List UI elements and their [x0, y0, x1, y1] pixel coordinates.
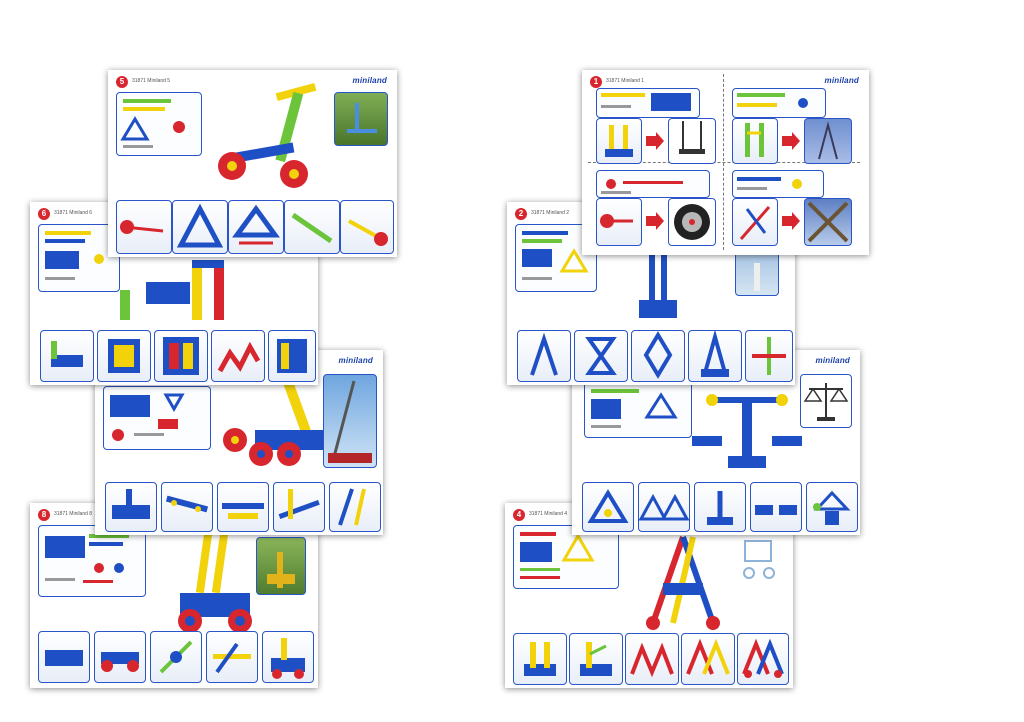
balance-scale-model — [692, 380, 802, 480]
card-code: 31871 Miniland 5 — [132, 78, 171, 84]
step-4 — [750, 482, 802, 532]
crane-photo — [256, 537, 306, 595]
card-code: 31871 Miniland 4 — [529, 511, 568, 517]
step-5 — [329, 482, 381, 532]
parts-panel-c — [596, 170, 710, 198]
pylon-photo — [804, 118, 852, 164]
instruction-card-1: 1 31871 Miniland 1 miniland — [582, 70, 869, 255]
card-number-badge: 8 — [38, 509, 50, 521]
parts-panel — [103, 386, 211, 450]
instruction-card-7: miniland — [95, 350, 383, 535]
step-2 — [638, 482, 690, 532]
step-4 — [681, 633, 735, 685]
dashed-divider-horizontal — [588, 162, 860, 163]
parts-panel — [513, 525, 619, 589]
parts-panel-b — [732, 88, 826, 118]
windmill-blades-photo — [804, 198, 852, 246]
step-1 — [513, 633, 567, 685]
kick-scooter-photo — [334, 92, 388, 146]
step-5 — [806, 482, 858, 532]
step-3 — [150, 631, 202, 683]
swing-photo — [668, 118, 716, 164]
step-d1 — [732, 198, 778, 246]
parts-panel-d — [732, 170, 824, 198]
step-3 — [217, 482, 269, 532]
instruction-card-5: 5 31871 Miniland 5 miniland — [108, 70, 397, 257]
step-b1 — [732, 118, 778, 164]
parts-panel — [116, 92, 202, 156]
balance-scale-icon — [800, 374, 852, 428]
step-1 — [38, 631, 90, 683]
brand-logo: miniland — [815, 356, 850, 365]
arrow-icon — [780, 210, 802, 232]
card-number-badge: 4 — [513, 509, 525, 521]
arrow-icon — [780, 130, 802, 152]
step-3 — [631, 330, 685, 382]
step-5 — [268, 330, 316, 382]
tower-model — [633, 252, 683, 322]
step-4 — [273, 482, 325, 532]
step-2 — [569, 633, 623, 685]
step-1 — [582, 482, 634, 532]
step-1 — [517, 330, 571, 382]
card-number-badge: 5 — [116, 76, 128, 88]
step-5 — [745, 330, 793, 382]
swing-model — [633, 533, 743, 633]
step-4 — [211, 330, 265, 382]
step-2 — [161, 482, 213, 532]
card-code: 31871 Miniland 1 — [606, 78, 645, 84]
arrow-icon — [644, 210, 666, 232]
scooter-model — [216, 78, 326, 198]
card-number-badge: 2 — [515, 208, 527, 220]
step-2 — [97, 330, 151, 382]
step-3 — [228, 200, 284, 254]
step-c1 — [596, 198, 642, 246]
fire-truck-model — [215, 380, 335, 480]
crane-vehicle-model — [160, 533, 260, 643]
step-4 — [206, 631, 258, 683]
step-5 — [340, 200, 394, 254]
step-3 — [154, 330, 208, 382]
step-5 — [737, 633, 789, 685]
step-4 — [688, 330, 742, 382]
step-3 — [625, 633, 679, 685]
parts-panel — [38, 525, 146, 597]
card-code: 31871 Miniland 8 — [54, 511, 93, 517]
parts-panel — [584, 382, 692, 438]
card-code: 31871 Miniland 2 — [531, 210, 570, 216]
step-5 — [262, 631, 314, 683]
card-number-badge: 6 — [38, 208, 50, 220]
step-4 — [284, 200, 340, 254]
windmill-photo — [735, 252, 779, 296]
step-1 — [116, 200, 172, 254]
arrow-icon — [644, 130, 666, 152]
baby-stroller-sketch — [737, 533, 785, 583]
car-wheel-photo — [668, 198, 716, 246]
step-1 — [40, 330, 94, 382]
brand-logo: miniland — [352, 76, 387, 85]
fire-ladder-truck-photo — [323, 374, 377, 468]
step-2 — [172, 200, 228, 254]
parts-illustration — [45, 534, 129, 583]
furniture-model — [120, 250, 260, 330]
brand-logo: miniland — [824, 76, 859, 85]
parts-panel-a — [596, 88, 700, 118]
step-a1 — [596, 118, 642, 164]
step-2 — [94, 631, 146, 683]
parts-panel — [38, 224, 120, 292]
card-number-badge: 1 — [590, 76, 602, 88]
card-code: 31871 Miniland 6 — [54, 210, 93, 216]
step-2 — [574, 330, 628, 382]
step-1 — [105, 482, 157, 532]
brand-logo: miniland — [338, 356, 373, 365]
step-3 — [694, 482, 746, 532]
